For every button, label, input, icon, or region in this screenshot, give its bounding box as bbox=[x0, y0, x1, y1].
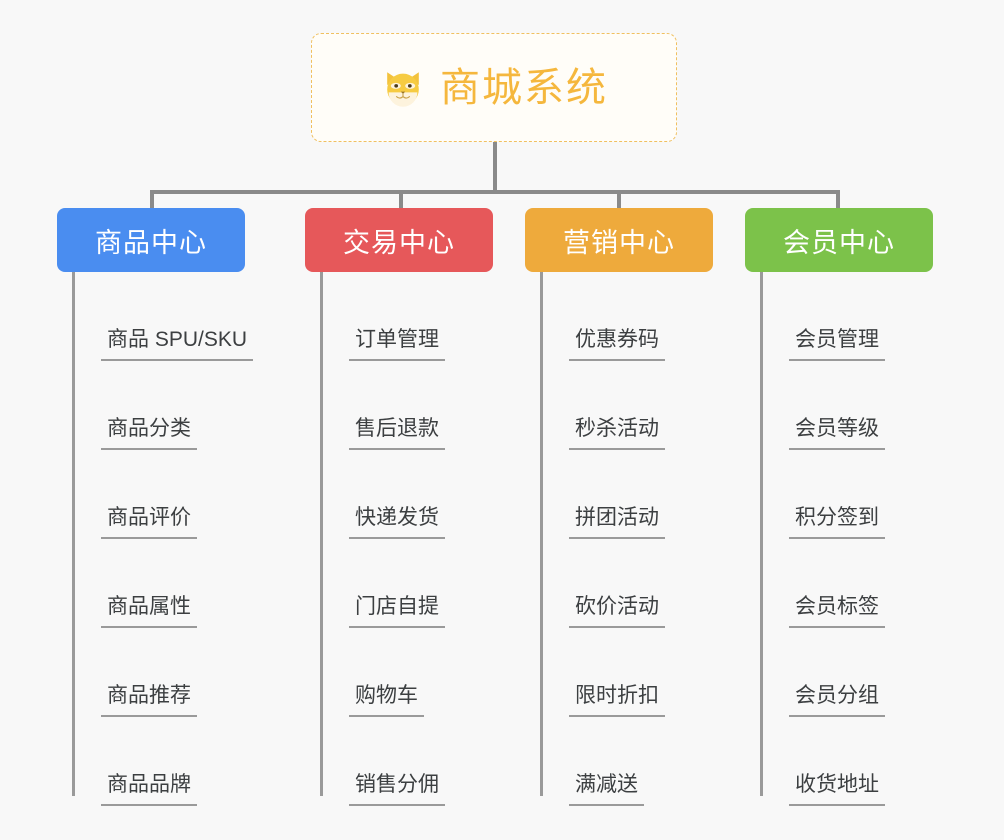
leaf-label: 积分签到 bbox=[789, 507, 885, 539]
leaf-label: 会员标签 bbox=[789, 596, 885, 628]
leaf-label: 商品 SPU/SKU bbox=[101, 329, 254, 361]
list-item[interactable]: 会员等级 bbox=[745, 361, 933, 450]
branch-spine bbox=[760, 272, 763, 796]
root-node-shop-system[interactable]: 商城系统 bbox=[311, 33, 677, 142]
leaf-label: 商品评价 bbox=[101, 507, 197, 539]
list-item[interactable]: 限时折扣 bbox=[525, 628, 713, 717]
category-card-product-center[interactable]: 商品中心 bbox=[57, 208, 245, 272]
list-item[interactable]: 积分签到 bbox=[745, 450, 933, 539]
list-item[interactable]: 快递发货 bbox=[305, 450, 493, 539]
list-item[interactable]: 会员分组 bbox=[745, 628, 933, 717]
category-card-member-center[interactable]: 会员中心 bbox=[745, 208, 933, 272]
list-item[interactable]: 商品分类 bbox=[57, 361, 245, 450]
leaf-label: 会员等级 bbox=[789, 418, 885, 450]
list-item[interactable]: 订单管理 bbox=[305, 272, 493, 361]
list-item[interactable]: 商品评价 bbox=[57, 450, 245, 539]
connector-root-stem bbox=[493, 142, 497, 192]
branch-spine bbox=[320, 272, 323, 796]
category-card-marketing-center[interactable]: 营销中心 bbox=[525, 208, 713, 272]
leaf-list-member-center: 会员管理 会员等级 积分签到 会员标签 会员分组 收货地址 bbox=[745, 272, 933, 806]
connector-drop-4 bbox=[836, 190, 840, 210]
list-item[interactable]: 拼团活动 bbox=[525, 450, 713, 539]
leaf-list-trade-center: 订单管理 售后退款 快递发货 门店自提 购物车 销售分佣 bbox=[305, 272, 493, 806]
leaf-label: 销售分佣 bbox=[349, 774, 445, 806]
branch-spine bbox=[540, 272, 543, 796]
list-item[interactable]: 商品推荐 bbox=[57, 628, 245, 717]
category-label: 交易中心 bbox=[343, 227, 455, 258]
list-item[interactable]: 销售分佣 bbox=[305, 717, 493, 806]
category-label: 营销中心 bbox=[563, 227, 675, 258]
list-item[interactable]: 优惠券码 bbox=[525, 272, 713, 361]
root-title: 商城系统 bbox=[440, 65, 608, 110]
list-item[interactable]: 商品属性 bbox=[57, 539, 245, 628]
list-item[interactable]: 购物车 bbox=[305, 628, 493, 717]
leaf-label: 会员分组 bbox=[789, 685, 885, 717]
list-item[interactable]: 商品 SPU/SKU bbox=[57, 272, 254, 361]
category-card-trade-center[interactable]: 交易中心 bbox=[305, 208, 493, 272]
list-item[interactable]: 售后退款 bbox=[305, 361, 493, 450]
connector-drop-2 bbox=[399, 190, 403, 210]
leaf-label: 限时折扣 bbox=[569, 685, 665, 717]
branch-member-center: 会员中心 会员管理 会员等级 积分签到 会员标签 会员分组 收货地址 bbox=[745, 208, 933, 806]
connector-drop-3 bbox=[617, 190, 621, 210]
list-item[interactable]: 门店自提 bbox=[305, 539, 493, 628]
leaf-label: 满减送 bbox=[569, 774, 644, 806]
list-item[interactable]: 会员标签 bbox=[745, 539, 933, 628]
category-label: 商品中心 bbox=[95, 227, 207, 258]
leaf-label: 门店自提 bbox=[349, 596, 445, 628]
shiba-dog-icon bbox=[387, 71, 419, 107]
leaf-label: 购物车 bbox=[349, 685, 424, 717]
branch-spine bbox=[72, 272, 75, 796]
leaf-label: 售后退款 bbox=[349, 418, 445, 450]
leaf-label: 秒杀活动 bbox=[569, 418, 665, 450]
leaf-label: 订单管理 bbox=[349, 329, 445, 361]
branch-product-center: 商品中心 商品 SPU/SKU 商品分类 商品评价 商品属性 商品推荐 商品品牌 bbox=[57, 208, 254, 806]
leaf-label: 会员管理 bbox=[789, 329, 885, 361]
leaf-label: 商品品牌 bbox=[101, 774, 197, 806]
leaf-label: 砍价活动 bbox=[569, 596, 665, 628]
list-item[interactable]: 收货地址 bbox=[745, 717, 933, 806]
list-item[interactable]: 商品品牌 bbox=[57, 717, 245, 806]
leaf-label: 拼团活动 bbox=[569, 507, 665, 539]
list-item[interactable]: 会员管理 bbox=[745, 272, 933, 361]
branch-trade-center: 交易中心 订单管理 售后退款 快递发货 门店自提 购物车 销售分佣 bbox=[305, 208, 493, 806]
category-label: 会员中心 bbox=[783, 227, 895, 258]
leaf-label: 收货地址 bbox=[789, 774, 885, 806]
list-item[interactable]: 秒杀活动 bbox=[525, 361, 713, 450]
leaf-label: 优惠券码 bbox=[569, 329, 665, 361]
leaf-label: 商品分类 bbox=[101, 418, 197, 450]
leaf-label: 商品属性 bbox=[101, 596, 197, 628]
branch-marketing-center: 营销中心 优惠券码 秒杀活动 拼团活动 砍价活动 限时折扣 满减送 bbox=[525, 208, 713, 806]
connector-drop-1 bbox=[150, 190, 154, 210]
leaf-list-marketing-center: 优惠券码 秒杀活动 拼团活动 砍价活动 限时折扣 满减送 bbox=[525, 272, 713, 806]
leaf-label: 快递发货 bbox=[349, 507, 445, 539]
list-item[interactable]: 砍价活动 bbox=[525, 539, 713, 628]
connector-horizontal-bus bbox=[150, 190, 840, 194]
leaf-list-product-center: 商品 SPU/SKU 商品分类 商品评价 商品属性 商品推荐 商品品牌 bbox=[57, 272, 254, 806]
list-item[interactable]: 满减送 bbox=[525, 717, 713, 806]
leaf-label: 商品推荐 bbox=[101, 685, 197, 717]
